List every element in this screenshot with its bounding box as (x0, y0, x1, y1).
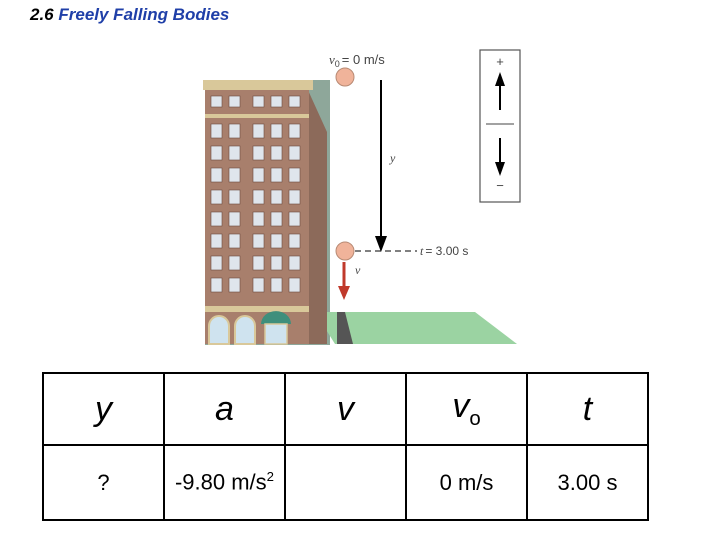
header-y: y (42, 372, 165, 446)
minus-sign: − (496, 178, 504, 193)
header-v0: vo (405, 372, 528, 446)
value-a: -9.80 m/s2 (163, 444, 286, 521)
ball-initial (335, 67, 355, 87)
ground-floor-arches (208, 315, 256, 345)
down-arrowhead (495, 162, 505, 176)
header-t: t (526, 372, 649, 446)
kinematics-table: y a v vo t ? -9.80 m/s2 0 m/s 3.00 s (42, 372, 649, 521)
header-v: v (284, 372, 407, 446)
value-v (284, 444, 407, 521)
section-heading: Freely Falling Bodies (58, 5, 230, 24)
free-fall-figure: v0= 0 m/s y t= 3.00 s v + − (203, 49, 521, 345)
ground (315, 312, 517, 344)
ball-final (335, 241, 355, 261)
velocity-label: v (355, 263, 361, 277)
building-windows (210, 95, 301, 293)
slide-title: 2.6 Freely Falling Bodies (30, 5, 229, 25)
velocity-arrowhead (338, 286, 350, 300)
value-t: 3.00 s (526, 444, 649, 521)
value-y: ? (42, 444, 165, 521)
value-v0: 0 m/s (405, 444, 528, 521)
building-side (307, 88, 327, 344)
table-header-row: y a v vo t (42, 372, 649, 446)
header-a: a (163, 372, 286, 446)
plus-sign: + (496, 54, 504, 69)
table-values-row: ? -9.80 m/s2 0 m/s 3.00 s (42, 444, 649, 521)
section-number: 2.6 (30, 5, 54, 24)
displacement-label: y (389, 151, 396, 165)
road (337, 312, 353, 344)
awning (261, 311, 291, 324)
time-label: t= 3.00 s (420, 244, 468, 258)
up-arrowhead (495, 72, 505, 86)
building-cornice (203, 80, 313, 90)
displacement-arrowhead (375, 236, 387, 252)
v0-label: v0= 0 m/s (329, 52, 385, 69)
